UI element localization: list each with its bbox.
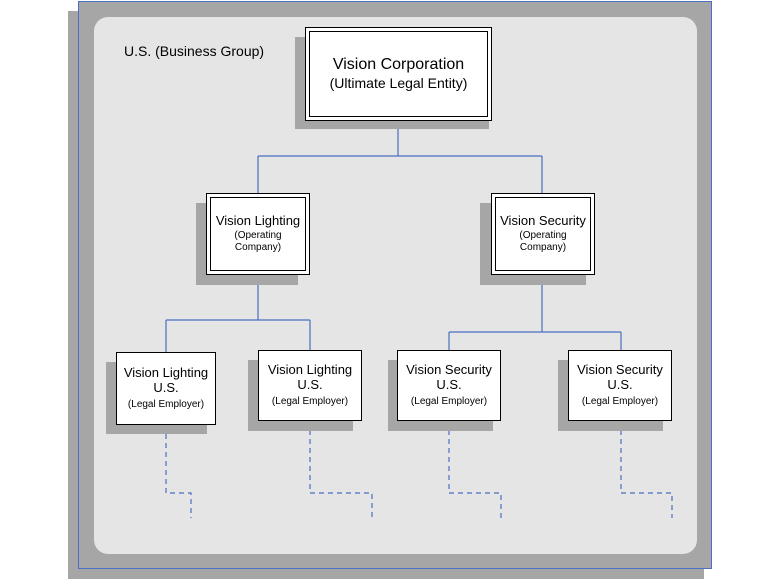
employer-subtitle: (Legal Employer)	[581, 396, 659, 408]
employer-title: Vision Security U.S.	[406, 361, 492, 392]
company-title: Vision Security	[500, 212, 586, 228]
employer-node-security-2: Vision Security U.S. (Legal Employer)	[568, 350, 672, 421]
dashed-continuation-2	[309, 421, 373, 518]
dashed-continuation-1	[165, 425, 192, 518]
employer-title: Vision Security U.S.	[577, 361, 663, 392]
dashed-continuation-3	[448, 421, 502, 518]
connector-security-to-employers	[448, 275, 622, 350]
company-title: Vision Lighting	[215, 212, 301, 228]
company-node-vision-lighting: Vision Lighting (Operating Company)	[206, 193, 310, 275]
employer-subtitle: (Legal Employer)	[127, 399, 205, 411]
employer-title: Vision Lighting U.S.	[267, 361, 353, 392]
company-subtitle: (Operating Company)	[519, 230, 567, 254]
company-node-vision-security: Vision Security (Operating Company)	[491, 193, 595, 275]
dashed-continuation-4	[620, 421, 673, 518]
employer-subtitle: (Legal Employer)	[271, 396, 349, 408]
root-subtitle: (Ultimate Legal Entity)	[329, 74, 468, 91]
connector-root-to-companies	[257, 121, 543, 193]
employer-node-security-1: Vision Security U.S. (Legal Employer)	[397, 350, 501, 421]
company-subtitle: (Operating Company)	[234, 230, 282, 254]
employer-node-lighting-2: Vision Lighting U.S. (Legal Employer)	[258, 350, 362, 421]
root-title: Vision Corporation	[332, 56, 465, 74]
employer-node-lighting-1: Vision Lighting U.S. (Legal Employer)	[116, 352, 216, 425]
employer-title: Vision Lighting U.S.	[123, 364, 209, 395]
employer-subtitle: (Legal Employer)	[410, 396, 488, 408]
root-node: Vision Corporation (Ultimate Legal Entit…	[305, 27, 492, 121]
business-group-label: U.S. (Business Group)	[124, 43, 265, 59]
connector-lighting-to-employers	[165, 275, 311, 352]
